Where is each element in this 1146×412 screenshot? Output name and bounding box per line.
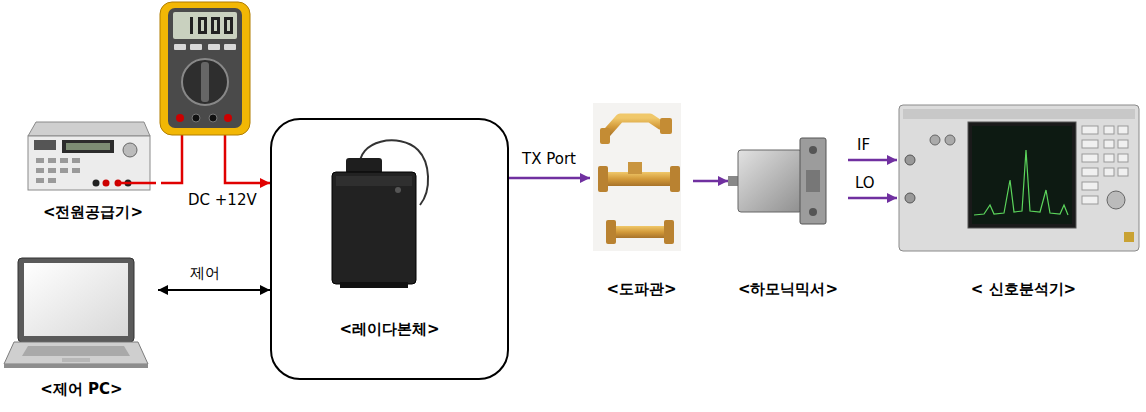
radar-device-picture [332,140,428,288]
connector-arrow [509,177,590,180]
device-caption: <제어 PC> [5,380,158,399]
connector-label: DC +12V [186,191,259,209]
signal-analyzer-picture [899,105,1139,251]
connector-arrow [158,289,270,291]
waveguide-picture [593,103,681,251]
connector-label: IF [855,136,872,154]
device-caption: < 신호분석기> [897,280,1146,299]
signal-analyzer: < 신호분석기> [897,100,1146,306]
connector-label: 제어 [188,264,222,283]
harmonic-mixer-picture [728,138,826,224]
radar-body-box: <레이다본체> [270,118,509,380]
device-caption: <전원공급기> [25,203,161,222]
laptop-picture [4,258,148,368]
device-caption: <하모닉믹서> [728,280,848,299]
device-caption: <레이다본체> [272,320,507,339]
power-supply: <전원공급기> [25,118,161,229]
harmonic-mixer: <하모닉믹서> [728,130,848,306]
device-caption: <도파관> [590,280,693,299]
connector-arrow [848,159,897,162]
multimeter-picture [160,2,250,135]
waveguide: <도파관> [590,105,693,306]
connector-label: TX Port [520,150,578,168]
connector-arrow [693,180,728,183]
connector-label: LO [853,174,877,192]
power-supply-picture [28,122,156,190]
connector-arrow [848,197,897,200]
control-pc: <제어 PC> [5,255,158,406]
